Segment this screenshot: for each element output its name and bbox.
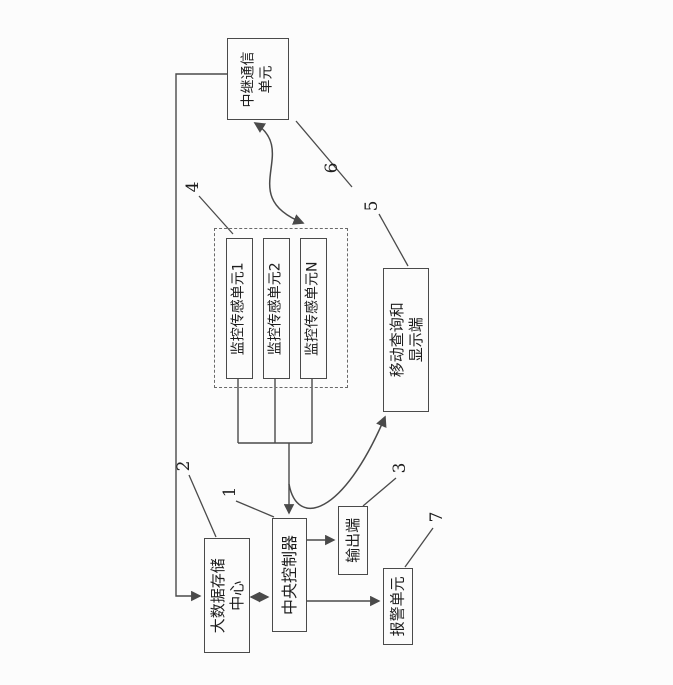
box-sensor-unit-N: 监控传感单元N: [300, 238, 327, 379]
ref-number-7: 7: [427, 511, 447, 523]
box-big-data-storage-center: 大数据存储 中心: [204, 538, 250, 653]
ref-number-4: 4: [183, 181, 203, 193]
box-central-controller-label: 中央控制器: [279, 534, 299, 616]
ref-number-3: 3: [390, 462, 410, 474]
connector-controller-mobile: [288, 415, 387, 509]
leader-ref-2: [188, 474, 217, 538]
box-sensor-unit-N-label: 监控传感单元N: [304, 261, 321, 356]
box-sensor-unit-1-label: 监控传感单元1: [230, 262, 247, 355]
leader-ref-6: [295, 120, 353, 188]
box-mobile-display-terminal: 移动查询和 显示端: [383, 268, 429, 412]
box-storage-label: 大数据存储 中心: [208, 557, 246, 634]
box-central-controller: 中央控制器: [272, 518, 307, 632]
leader-ref-7: [404, 527, 434, 568]
connector-relay-storage: [175, 73, 227, 602]
ref-number-6: 6: [322, 162, 342, 174]
ref-number-2: 2: [174, 460, 194, 472]
ref-number-5: 5: [362, 200, 382, 212]
leader-ref-3: [362, 477, 397, 507]
group-monitoring-sensors: [214, 228, 348, 388]
box-relay-label: 中继通信 单元: [240, 51, 275, 107]
connector-relay-sensors: [253, 122, 305, 225]
box-alarm-label: 报警单元: [388, 576, 407, 637]
box-output-terminal: 输出端: [338, 506, 368, 575]
leader-ref-5: [378, 213, 409, 267]
box-sensor-unit-1: 监控传感单元1: [226, 238, 253, 379]
leader-ref-1: [235, 500, 275, 518]
box-output-label: 输出端: [343, 517, 362, 564]
box-relay-communication-unit: 中继通信 单元: [227, 38, 289, 120]
ref-number-1: 1: [220, 486, 240, 498]
box-sensor-unit-2: 监控传感单元2: [263, 238, 290, 379]
box-sensor-unit-2-label: 监控传感单元2: [267, 262, 284, 355]
box-alarm-unit: 报警单元: [383, 568, 413, 645]
leader-ref-4: [198, 195, 234, 235]
box-mobile-display-label: 移动查询和 显示端: [387, 302, 425, 378]
